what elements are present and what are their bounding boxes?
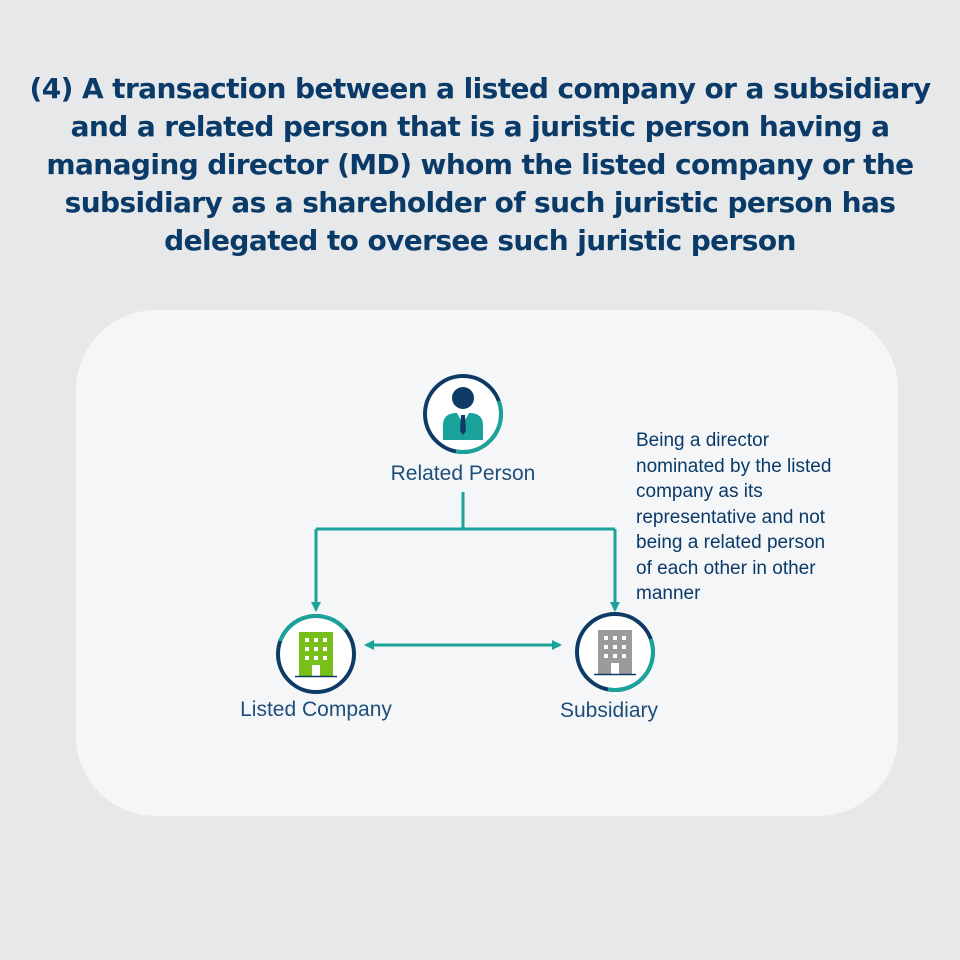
note-line: manner <box>636 583 701 604</box>
connectors <box>311 492 620 650</box>
note-line: Being a director <box>636 430 770 451</box>
title-line: subsidiary as a shareholder of such juri… <box>64 186 896 219</box>
listed-company-label: Listed Company <box>240 698 392 721</box>
title-line: and a related person that is a juristic … <box>70 110 890 143</box>
person-head <box>452 387 474 409</box>
note-line: being a related person <box>636 532 826 553</box>
note-line: company as its <box>636 481 763 502</box>
building-icon <box>594 630 636 676</box>
related-person-label: Related Person <box>390 462 536 485</box>
page-title: (4) A transaction between a listed compa… <box>0 70 960 260</box>
businessman-icon <box>443 387 483 440</box>
title-line: (4) A transaction between a listed compa… <box>29 72 932 105</box>
note-line: nominated by the listed <box>636 455 832 477</box>
building-windows <box>305 638 327 676</box>
title-line: delegated to oversee such juristic perso… <box>164 224 796 257</box>
subsidiary-node <box>575 612 655 692</box>
person-tie <box>460 415 466 435</box>
ring-inner-arc <box>575 612 655 692</box>
relationship-note: Being a director nominated by the listed… <box>636 428 896 607</box>
title-line: managing director (MD) whom the listed c… <box>46 148 914 181</box>
building-icon <box>295 632 337 678</box>
ring-inner-arc <box>276 614 356 695</box>
listed-company-node <box>276 614 356 695</box>
note-line: of each other in other <box>636 557 816 579</box>
note-line: representative and not <box>636 506 826 528</box>
ring-inner-arc <box>423 374 503 454</box>
related-person-node <box>423 374 503 454</box>
building-windows <box>604 636 626 674</box>
subsidiary-label: Subsidiary <box>559 699 659 722</box>
